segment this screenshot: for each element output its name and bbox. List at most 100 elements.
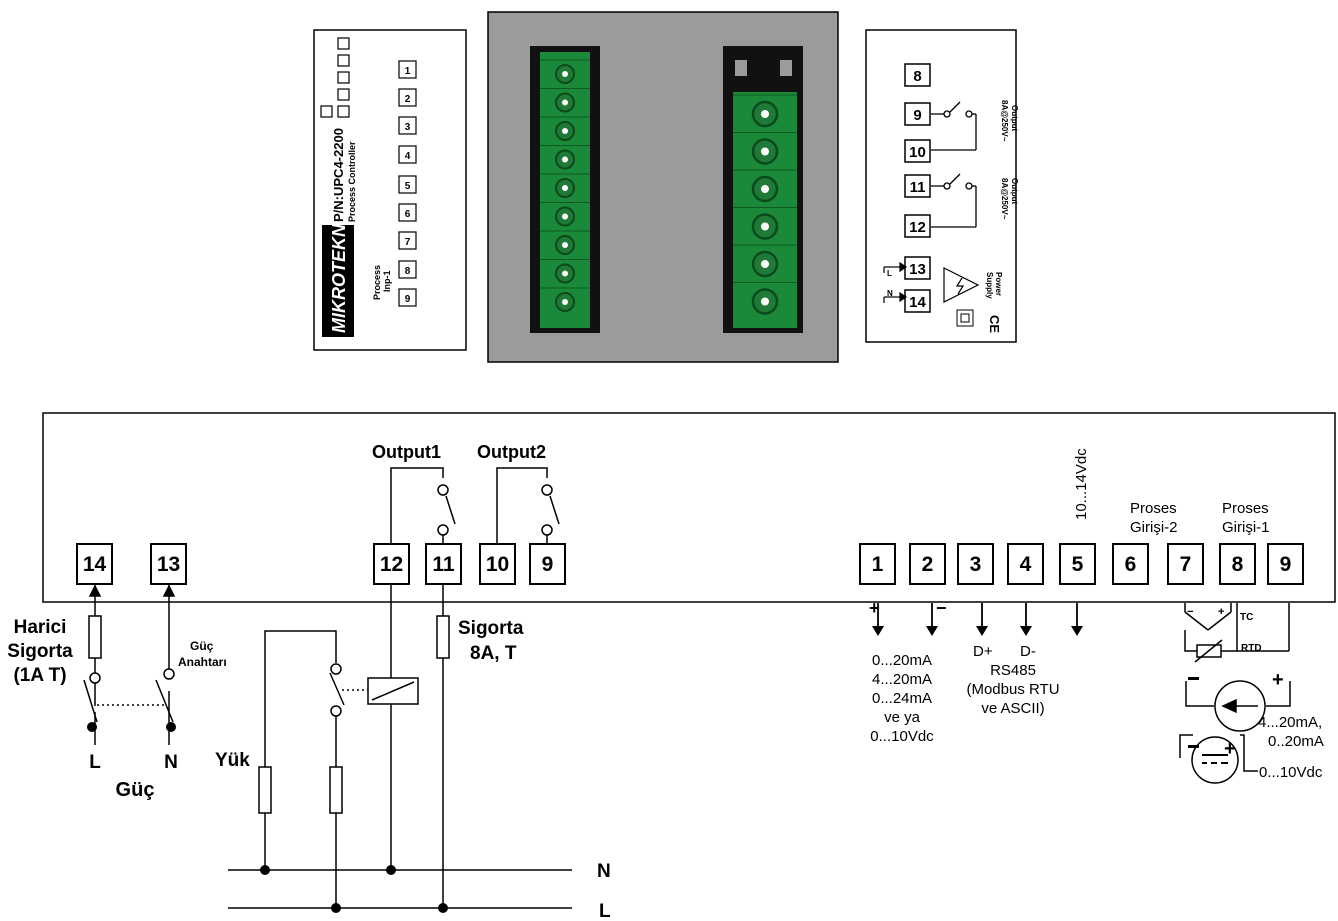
terminal-number: 9 [913, 107, 921, 124]
screw-head [562, 242, 568, 248]
terminal-number: 3 [405, 122, 411, 133]
screw-head [562, 270, 568, 277]
screw-head [562, 128, 568, 134]
wiring-terminal: 11 [425, 543, 462, 585]
ascii-label: ve ASCII) [981, 700, 1044, 717]
power-label-1: Power [994, 272, 1003, 296]
left-panel-terminal: 2 [398, 88, 417, 107]
bus-n-label: N [597, 861, 611, 882]
out1-rating: 8A@250V~ [1000, 100, 1009, 142]
proses1-label-1: Proses [1222, 500, 1269, 517]
left-panel-terminal: 8 [398, 260, 417, 279]
rs485-label: RS485 [990, 662, 1036, 679]
terminal-number: 7 [1180, 553, 1192, 576]
wiring-terminal: 13 [150, 543, 187, 585]
terminal-number: 6 [1125, 553, 1137, 576]
ma-label-1: 4...20mA, [1258, 714, 1322, 731]
guc-switch-label-1: Güç [190, 639, 214, 653]
terminal-number: 13 [909, 261, 926, 278]
right-panel-terminal: 10 [904, 139, 931, 163]
tc-label: TC [1240, 612, 1253, 623]
cs-minus [1188, 677, 1199, 680]
terminal-number: 14 [909, 294, 926, 311]
vdc-label: 10...14Vdc [1073, 448, 1090, 520]
range-0-20ma: 0...20mA [872, 652, 932, 669]
terminal-number: 4 [1020, 553, 1032, 576]
io-arrows [872, 603, 1083, 636]
right-panel-terminal: 14 [904, 289, 931, 313]
wiring-terminal: 12 [373, 543, 410, 585]
screw-head [562, 156, 568, 163]
screw-head [562, 299, 568, 305]
terminal-number: 2 [922, 553, 934, 576]
power-label-2: Supply [985, 272, 994, 299]
right-panel-terminal: 12 [904, 214, 931, 238]
screw-head [562, 185, 568, 191]
terminal-number: 9 [405, 294, 411, 305]
terminal-number: 6 [405, 209, 411, 220]
proses1-label-2: Girişi-1 [1222, 519, 1270, 536]
range-0-10vdc: 0...10Vdc [870, 728, 934, 745]
part-number: P/N:UPC4-2200 [331, 128, 346, 222]
terminal-number: 12 [909, 219, 926, 236]
tc-plus: + [1218, 606, 1224, 618]
right-panel-terminal: 9 [904, 102, 931, 126]
bus-junctions [260, 865, 448, 913]
range-0-24ma: 0...24mA [872, 690, 932, 707]
screw-head [562, 99, 568, 106]
sigorta-label: Sigorta [7, 641, 73, 662]
screw-head [761, 185, 769, 193]
n-label: N [164, 752, 178, 773]
output1-label: Output1 [372, 442, 441, 462]
proses2-label-2: Girişi-2 [1130, 519, 1178, 536]
analog-minus: − [936, 598, 947, 618]
left-panel-terminal: 7 [398, 231, 417, 250]
terminal-number: 11 [432, 553, 455, 576]
vs-plus: + [1224, 738, 1236, 760]
down-arrow [926, 603, 938, 636]
terminal-number: 10 [486, 553, 509, 576]
internal-relays [390, 467, 560, 544]
panel-subtitle: Process Controller [347, 141, 357, 222]
terminal-number: 1 [872, 553, 884, 576]
terminal-number: 14 [83, 553, 107, 576]
screw-head [562, 71, 568, 77]
power-arrows [883, 261, 908, 303]
ce-mark: CE [987, 315, 1002, 333]
wiring-terminal: 7 [1167, 543, 1204, 585]
output2-label: Output2 [477, 442, 546, 462]
screw-head [761, 260, 769, 268]
left-panel-terminal: 4 [398, 145, 417, 164]
connector-left [540, 59, 590, 312]
left-label-panel: MIKROTEKNIS P/N:UPC4-2200 Process Contro… [313, 29, 467, 351]
terminal-number: 8 [405, 266, 411, 277]
modbus-label: (Modbus RTU [966, 681, 1059, 698]
cs-plus: + [1272, 669, 1284, 691]
analog-plus: + [869, 598, 880, 618]
wiring-terminal: 6 [1112, 543, 1149, 585]
l-terminal-dot [87, 722, 97, 732]
terminal-number: 8 [1232, 553, 1244, 576]
relay-2-symbol [931, 173, 977, 228]
vdc-input-label: 0...10Vdc [1259, 764, 1323, 781]
high-voltage-icon [943, 267, 980, 303]
double-insulation-icon [956, 309, 974, 327]
fuse-rating-label: (1A T) [13, 665, 66, 686]
n-terminal-dot [166, 722, 176, 732]
guc-switch-label-2: Anahtarı [178, 655, 227, 669]
harici-label: Harici [14, 617, 67, 638]
terminal-number: 7 [405, 237, 411, 248]
wiring-terminal: 8 [1219, 543, 1256, 585]
wiring-terminal: 3 [957, 543, 994, 585]
analog-output-ranges: 0...20mA 4...20mA 0...24mA ve ya 0...10V… [870, 652, 934, 745]
terminal-number: 5 [405, 181, 411, 192]
range-or: ve ya [884, 709, 921, 726]
screw-head [761, 110, 769, 118]
down-arrow [1020, 603, 1032, 636]
right-panel-terminal: 8 [904, 63, 931, 87]
dminus-label: D- [1020, 643, 1036, 660]
l-label: L [89, 752, 101, 773]
